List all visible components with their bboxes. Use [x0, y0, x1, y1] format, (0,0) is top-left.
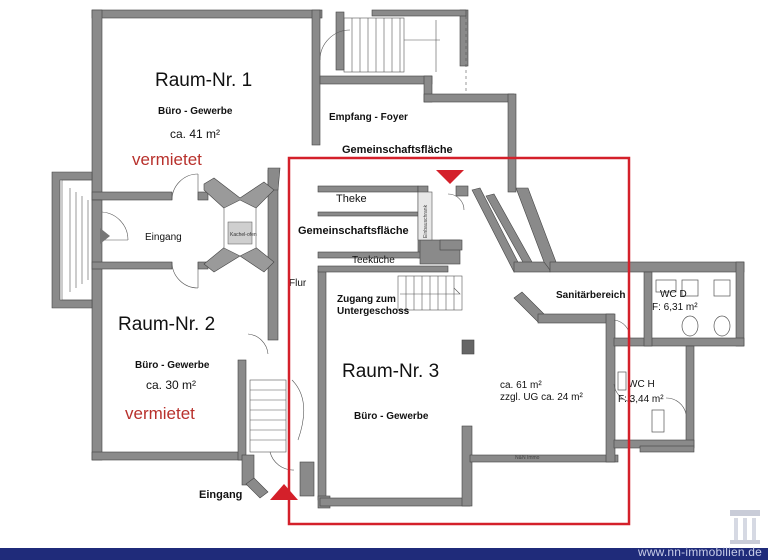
room3-area-extra: zzgl. UG ca. 24 m² — [500, 392, 583, 403]
wc-ladies-area: F: 6,31 m² — [652, 302, 698, 313]
doors — [101, 16, 687, 471]
foyer-label: Empfang - Foyer — [329, 112, 408, 123]
room1-title: Raum-Nr. 1 — [155, 70, 252, 91]
wc-fixtures — [617, 279, 731, 433]
footer-bar: www.nn-immobilien.de — [0, 545, 768, 560]
room1-area: ca. 41 m² — [170, 127, 220, 141]
stove-label: Kachel-ofen — [230, 232, 257, 238]
stamp-label: N&N Immo — [515, 455, 540, 461]
wc-men-label: WC H — [628, 379, 655, 390]
room3-highlight-frame — [287, 156, 631, 526]
sanitary-label: Sanitärbereich — [556, 290, 625, 301]
walls — [51, 9, 745, 509]
basement-access-label-1: Zugang zum — [337, 294, 396, 305]
entrance-arrow-bottom-icon — [270, 484, 298, 500]
entrance-arrow-left-icon — [100, 228, 110, 244]
common-area-mid-label: Gemeinschaftsfläche — [298, 225, 409, 237]
website-link[interactable]: www.nn-immobilien.de — [637, 545, 762, 559]
room2-area: ca. 30 m² — [146, 378, 196, 392]
counter-label: Theke — [336, 193, 367, 205]
common-area-top-label: Gemeinschaftsfläche — [342, 144, 453, 156]
room3-title: Raum-Nr. 3 — [342, 361, 439, 382]
hallway-label: Flur — [289, 278, 307, 289]
room1-status: vermietet — [132, 150, 202, 169]
room2-title: Raum-Nr. 2 — [118, 314, 215, 335]
builtin-label: Einbauschrank — [423, 204, 429, 238]
wc-men-area: F: 3,44 m² — [618, 394, 664, 405]
room3-area: ca. 61 m² — [500, 380, 542, 391]
wc-ladies-label: WC D — [660, 289, 687, 300]
tea-kitchen-label: Teeküche — [352, 255, 395, 266]
room2-use: Büro - Gewerbe — [135, 360, 210, 371]
entrance-arrow-top-icon — [436, 170, 464, 184]
entrance-bottom-label: Eingang — [199, 489, 242, 501]
room3-use: Büro - Gewerbe — [354, 411, 429, 422]
room1-use: Büro - Gewerbe — [158, 106, 233, 117]
basement-access-label-2: Untergeschoss — [337, 306, 410, 317]
stairs — [61, 17, 463, 453]
room2-status: vermietet — [125, 404, 195, 423]
company-logo-icon — [730, 510, 760, 544]
entrance-left-label: Eingang — [145, 232, 182, 243]
